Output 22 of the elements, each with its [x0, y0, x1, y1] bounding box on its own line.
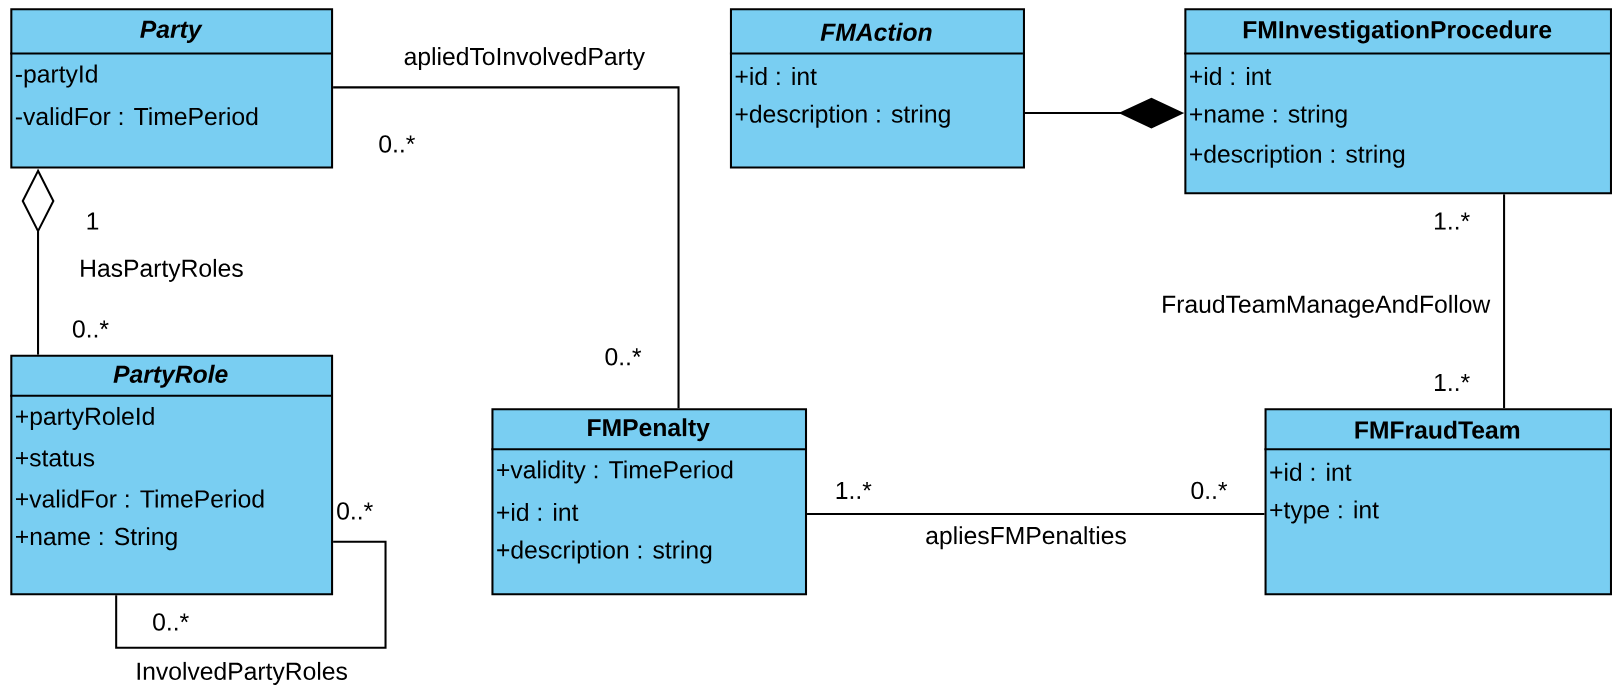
association-line: [807, 513, 1265, 516]
class-box: FMAction +id : int +description : string: [729, 8, 1025, 169]
class-box: PartyRole +partyRoleId +status +validFor : TimePeriod +name : String: [10, 354, 334, 596]
multiplicity-label: 1..*: [836, 481, 872, 499]
class-box: Party -partyId -validFor : TimePeriod: [10, 8, 334, 169]
edge-label: apliesFMPenalties: [923, 524, 1129, 552]
class-box: FMInvestigationProcedure +id : int +name : string +description : string: [1184, 8, 1612, 195]
multiplicity-label: 0..*: [1191, 481, 1228, 500]
edge-label: HasPartyRoles: [77, 256, 246, 284]
edge-label: FraudTeamManageAndFollow: [1159, 292, 1493, 320]
multiplicity-label: 0..*: [153, 613, 189, 631]
multiplicity-label: 0..*: [337, 502, 373, 520]
edge-label: InvolvedPartyRoles: [133, 659, 350, 687]
class-box: FMFraudTeam +id : int +type : int: [1264, 408, 1612, 596]
association-line: [1503, 194, 1506, 409]
edge-label: apliedToInvolvedParty: [401, 45, 648, 73]
association-line: [115, 540, 387, 649]
multiplicity-label: 1: [87, 212, 99, 230]
class-box: FMPenalty +validity : TimePeriod +id : int +description : string: [491, 408, 808, 596]
multiplicity-label: 0..*: [379, 135, 415, 153]
association-line: [333, 86, 680, 409]
multiplicity-label: 0..*: [605, 348, 642, 366]
